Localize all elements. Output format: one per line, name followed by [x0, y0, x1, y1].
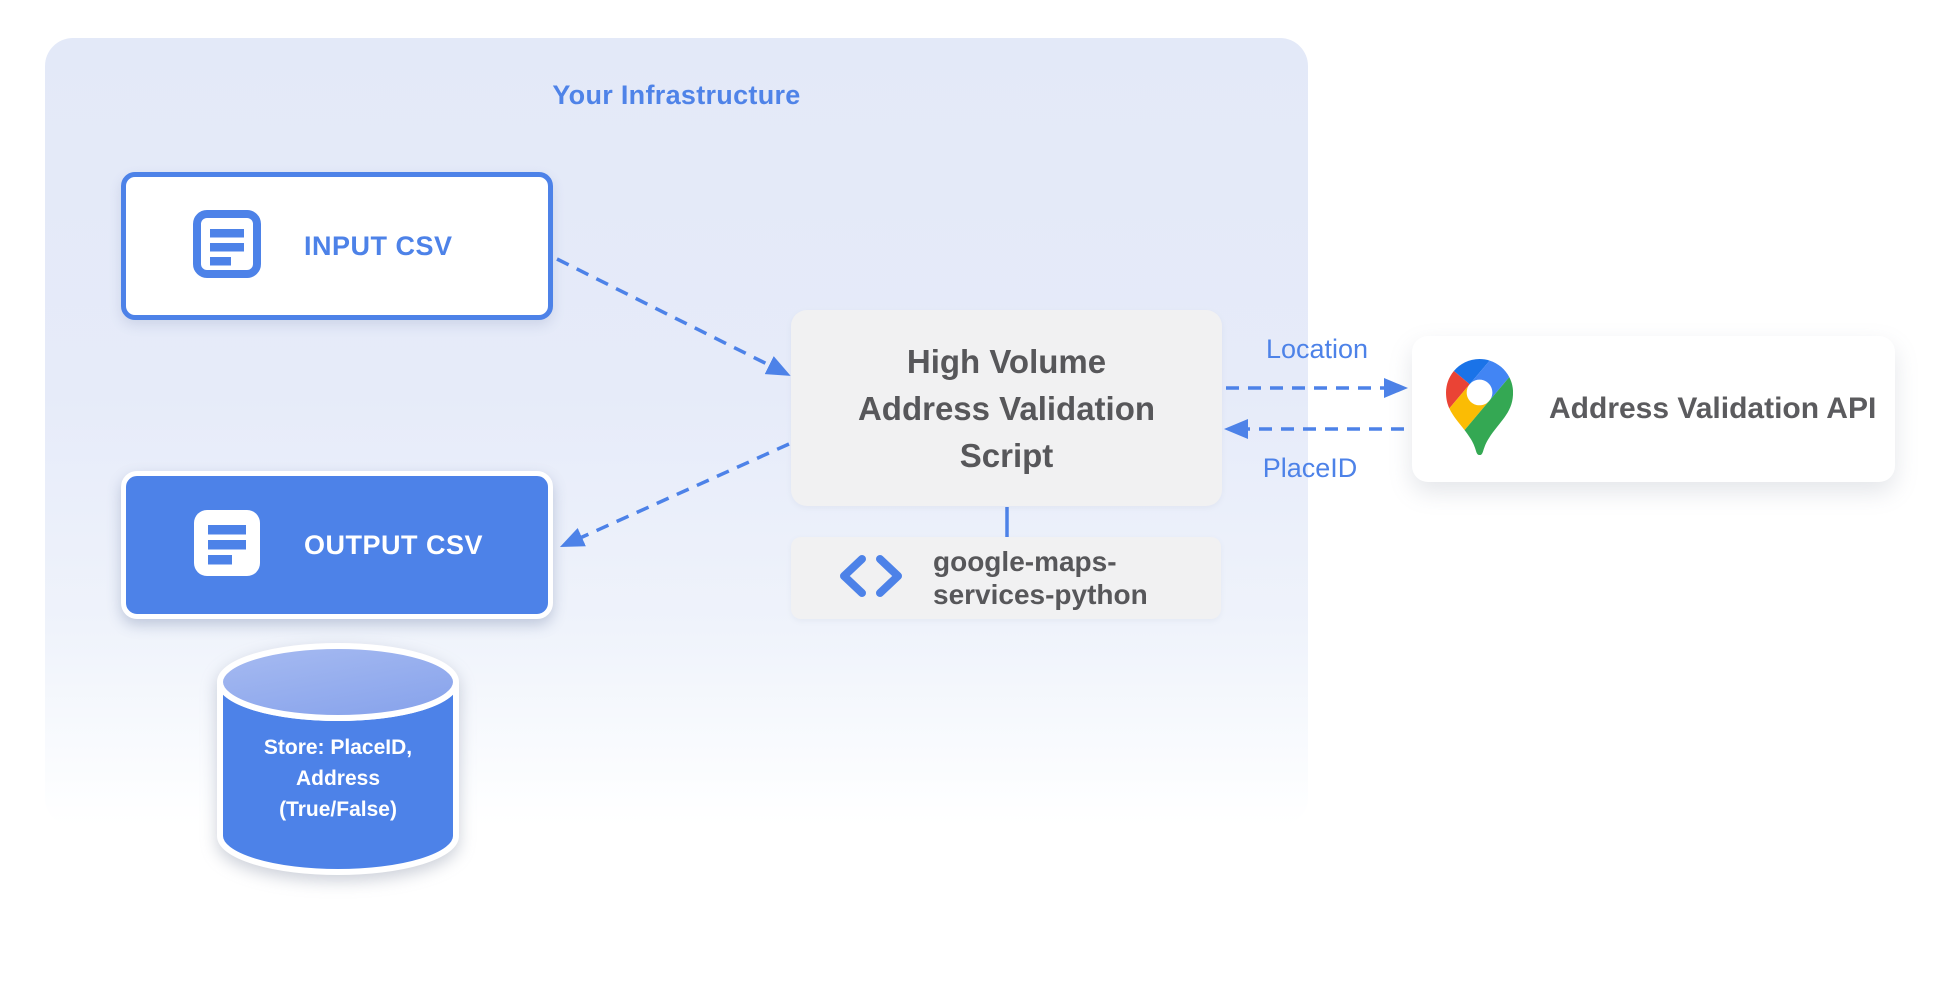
datastore-line1: Store: PlaceID,: [263, 736, 413, 759]
script-line1: High Volume: [906, 342, 1107, 380]
library-line2: services-python: [933, 579, 1148, 610]
code-icon: [835, 552, 907, 605]
panel-title: Your Infrastructure: [552, 80, 801, 110]
document-icon: [192, 508, 262, 583]
datastore-line3: (True/False): [279, 798, 397, 821]
placeid-edge-label: PlaceID: [1262, 453, 1358, 483]
datastore-label: Store: PlaceID, Address (True/False): [208, 732, 468, 825]
document-icon: [192, 209, 262, 284]
input-csv-label: INPUT CSV: [304, 230, 453, 261]
output-csv-node: OUTPUT CSV: [121, 471, 553, 619]
google-maps-pin-icon: [1446, 358, 1514, 460]
input-csv-node: INPUT CSV: [121, 172, 553, 320]
datastore-line2: Address: [295, 767, 381, 790]
validation-script-node: High Volume Address Validation Script: [791, 310, 1222, 506]
script-line3: Script: [959, 436, 1054, 474]
address-validation-api-node: Address Validation API: [1412, 336, 1895, 482]
library-label: google-maps- services-python: [933, 545, 1148, 611]
api-label: Address Validation API: [1549, 392, 1877, 425]
database-cylinder-icon: [208, 643, 468, 888]
library-line1: google-maps-: [933, 546, 1117, 577]
library-node: google-maps- services-python: [791, 537, 1221, 619]
script-line2: Address Validation: [857, 389, 1156, 427]
output-csv-label: OUTPUT CSV: [304, 529, 484, 560]
datastore-node: Store: PlaceID, Address (True/False): [208, 632, 468, 884]
location-edge-label: Location: [1265, 334, 1369, 364]
